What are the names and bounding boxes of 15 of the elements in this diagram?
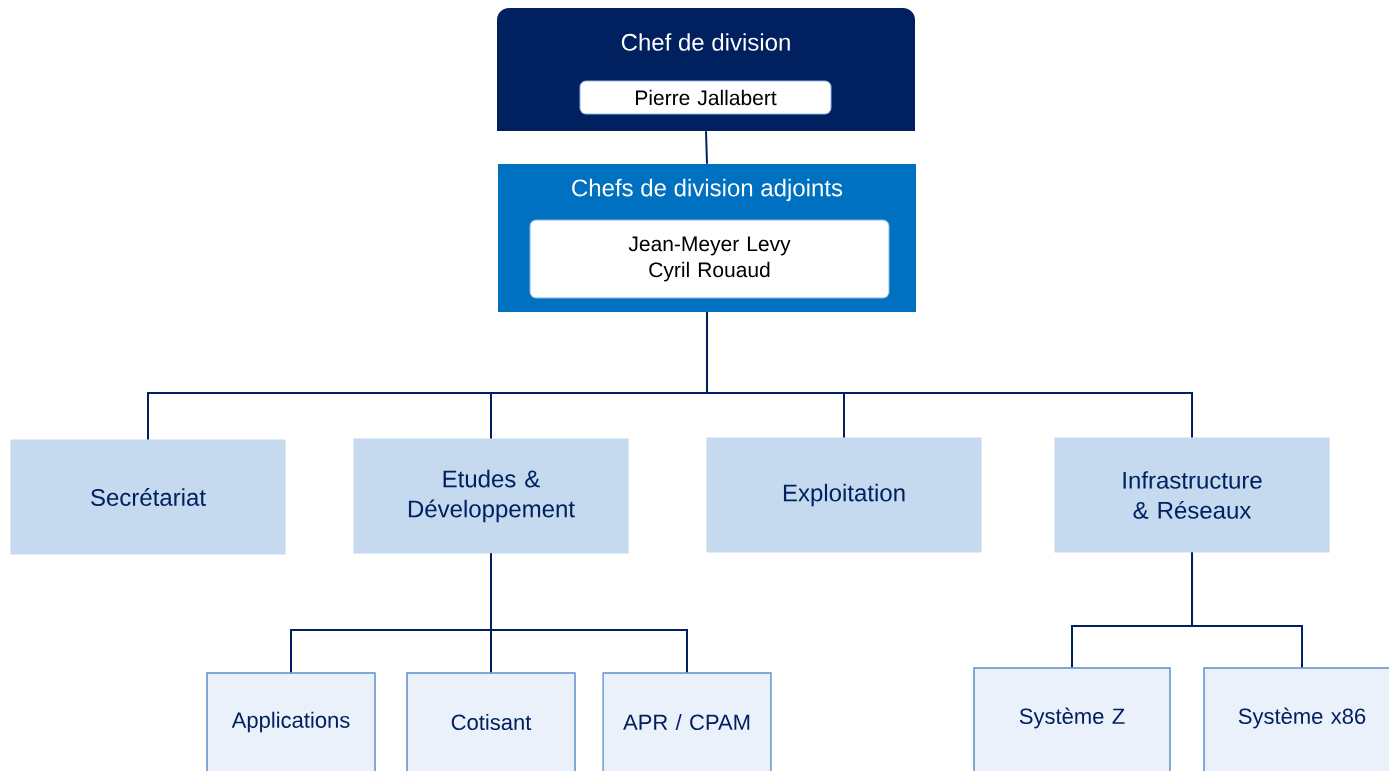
department-box: Secrétariat — [10, 439, 286, 555]
connector-line — [705, 130, 708, 165]
department-box: Infrastructure & Réseaux — [1054, 437, 1330, 553]
team-box: APR / CPAM — [602, 672, 772, 771]
team-box: Cotisant — [406, 672, 576, 771]
name-box: Jean-Meyer Levy Cyril Rouaud — [529, 219, 890, 299]
department-box: Etudes & Développement — [353, 438, 629, 554]
connector-line — [1191, 551, 1303, 669]
name-box: Pierre Jallabert — [579, 80, 832, 115]
team-box: Système Z — [973, 667, 1171, 771]
team-box: Système x86 — [1203, 667, 1389, 771]
team-box: Applications — [206, 672, 376, 771]
department-box: Exploitation — [706, 437, 982, 553]
connector-line — [490, 552, 688, 674]
connector-line — [706, 311, 1193, 439]
